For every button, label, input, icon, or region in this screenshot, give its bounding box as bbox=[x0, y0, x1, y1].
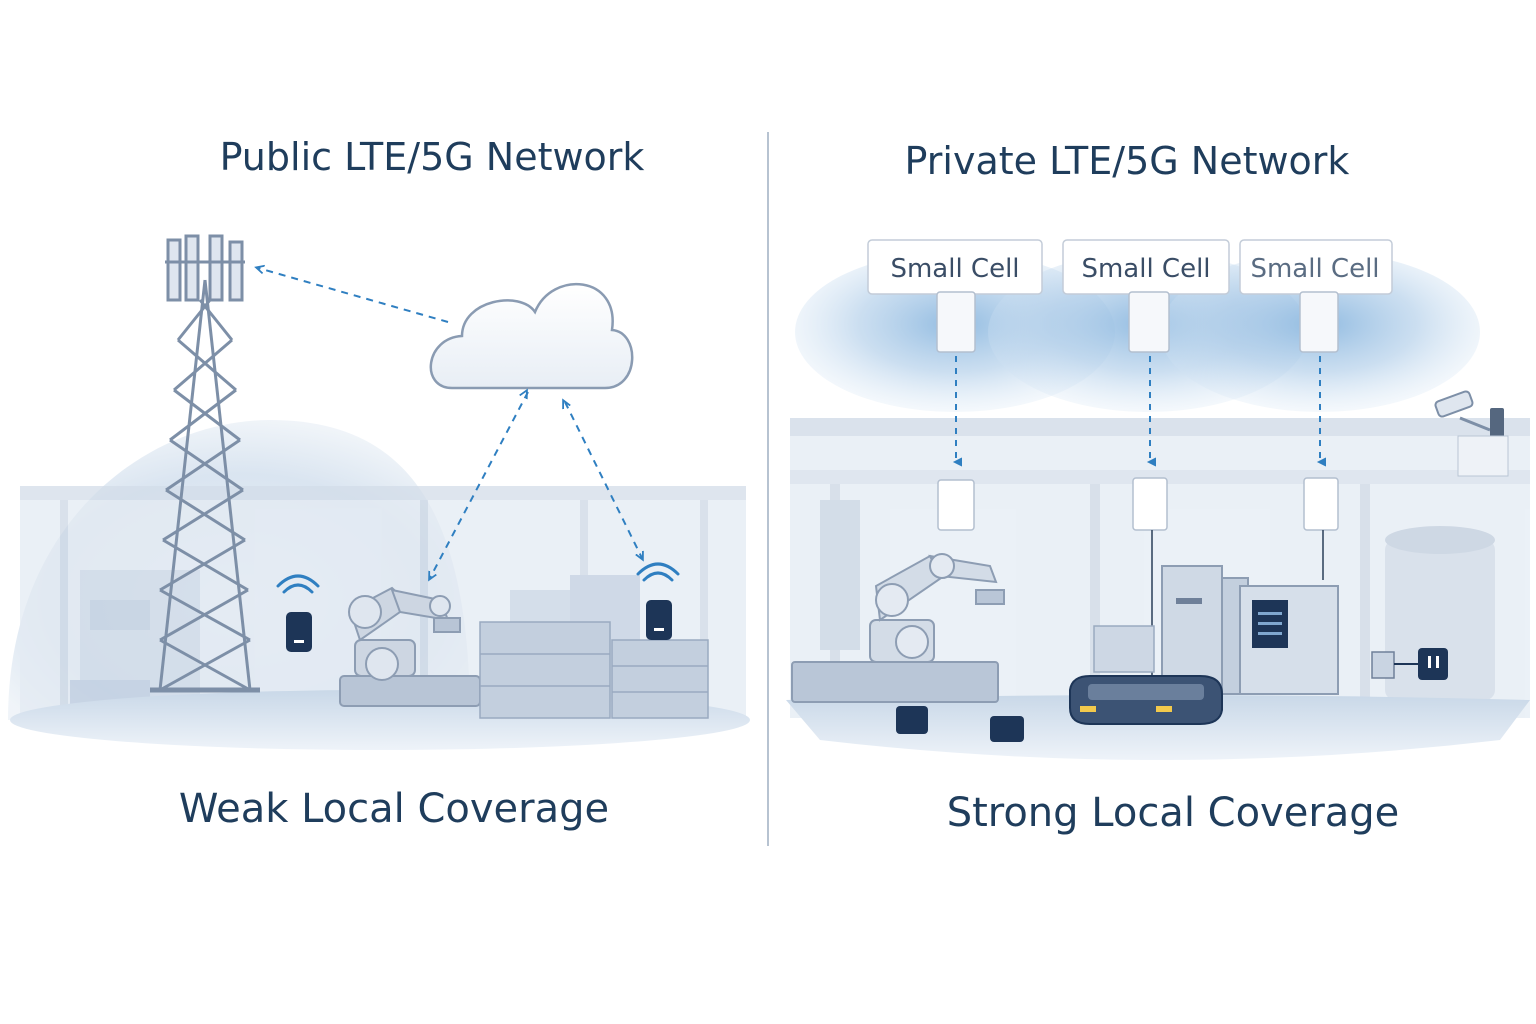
right-panel-title: Private LTE/5G Network bbox=[905, 139, 1350, 183]
tower-cloud-link bbox=[258, 268, 449, 323]
agv-vehicle-icon bbox=[1069, 675, 1223, 725]
wifi-icon bbox=[276, 574, 320, 594]
sensor-icon bbox=[990, 716, 1024, 742]
robot-arm-icon bbox=[791, 553, 1005, 703]
right-panel-caption: Strong Local Coverage bbox=[947, 790, 1400, 836]
phone-icon bbox=[646, 600, 672, 640]
storage-racks-left bbox=[479, 621, 709, 719]
small-cell-label: Small Cell bbox=[1250, 254, 1379, 284]
security-camera-icon bbox=[1434, 390, 1509, 477]
cloud-robot-link bbox=[430, 391, 529, 578]
left-panel-caption: Weak Local Coverage bbox=[179, 786, 609, 832]
cloud-phone-link bbox=[564, 401, 642, 558]
phone-device-right bbox=[636, 562, 680, 640]
phone-device-left bbox=[276, 574, 320, 652]
sensor-icon bbox=[1371, 648, 1448, 680]
small-cell-icon bbox=[936, 291, 976, 353]
sensor-icon bbox=[896, 706, 928, 734]
small-cell-icon bbox=[1303, 477, 1339, 531]
cell-tower-icon bbox=[150, 234, 260, 693]
small-cell-icon bbox=[1132, 477, 1168, 531]
small-cell-icon bbox=[937, 479, 975, 531]
small-cell-2: Small Cell bbox=[1062, 239, 1230, 353]
small-cell-label: Small Cell bbox=[890, 254, 1019, 284]
small-cell-3: Small Cell bbox=[1239, 239, 1393, 353]
small-cell-icon bbox=[1299, 291, 1339, 353]
small-cell-label: Small Cell bbox=[1081, 254, 1210, 284]
small-cell-icon bbox=[1128, 291, 1170, 353]
wifi-icon bbox=[636, 562, 680, 582]
floor-right bbox=[786, 695, 1530, 760]
control-cabinets bbox=[1093, 565, 1339, 695]
robot-arm-icon bbox=[339, 586, 481, 707]
cloud-icon bbox=[429, 282, 634, 390]
right-panel: Private LTE/5G Network Small Cell bbox=[786, 139, 1530, 836]
phone-icon bbox=[286, 612, 312, 652]
small-cell-1: Small Cell bbox=[867, 239, 1043, 353]
left-panel-title: Public LTE/5G Network bbox=[220, 135, 645, 179]
left-panel: Public LTE/5G Network bbox=[8, 135, 750, 832]
